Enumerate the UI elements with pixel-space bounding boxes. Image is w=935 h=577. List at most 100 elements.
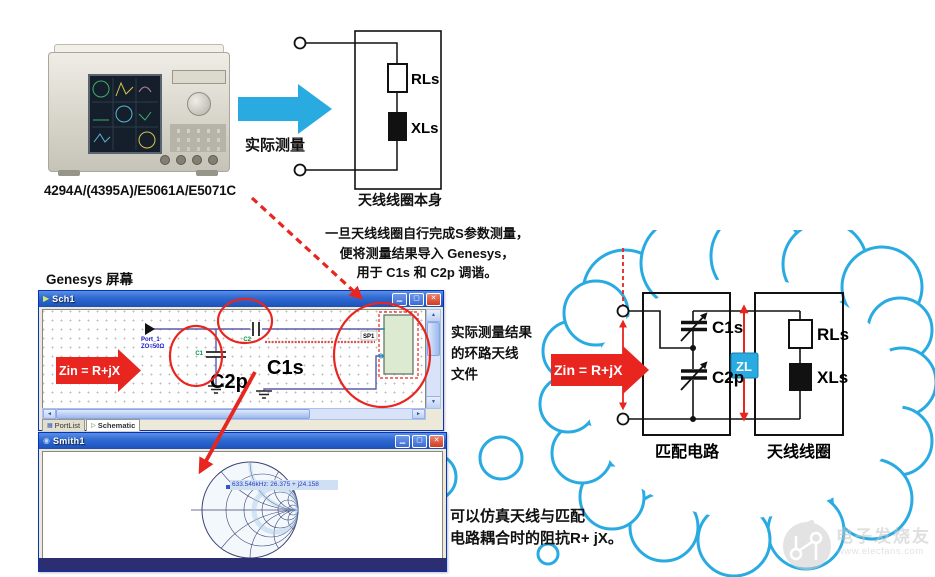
loop-antenna-file-note: 实际测量结果 的环路天线 文件 <box>451 322 561 385</box>
sch-vertical-scrollbar[interactable]: ▲ ▼ <box>426 309 441 409</box>
smith-chart-canvas[interactable]: 633.546kHz: 26.375 + j24.158 <box>42 451 443 559</box>
analyzer-screen <box>88 74 162 154</box>
c2p-capacitor <box>681 369 707 380</box>
analyzer-connector <box>208 155 218 165</box>
shunt-cap-ref-text: C1 <box>195 351 203 357</box>
tab-portlist-label: PortList <box>54 421 81 430</box>
import-note-line1: 一旦天线线圈自行完成S参数测量， <box>325 226 529 241</box>
network-analyzer-image <box>48 42 230 180</box>
cloud-zin-arrow <box>551 346 649 394</box>
rls-resistor <box>788 319 813 349</box>
ground-symbol <box>256 390 272 399</box>
terminal-bottom <box>293 163 307 177</box>
zin-arrow-label: Zin = R+jX <box>59 364 121 378</box>
smith1-client-area: 633.546kHz: 26.375 + j24.158 <box>39 449 446 571</box>
zl-tag <box>730 352 759 379</box>
scroll-up-button[interactable]: ▲ <box>427 310 440 322</box>
terminal-bottom <box>616 412 630 426</box>
sim-note-line2: 电路耦合时的阻抗R+ jX。 <box>450 530 623 547</box>
sch1-titlebar: ▶ Sch1 ▁ ▢ ✕ <box>39 291 443 307</box>
xls-reactance <box>388 112 407 141</box>
smith-window-bottom-bar <box>39 558 446 571</box>
loop-note-line1: 实际测量结果 <box>451 325 532 340</box>
analyzer-front-display <box>172 70 226 84</box>
tab-schematic[interactable]: ▷ Schematic <box>86 419 141 431</box>
rls-resistor <box>387 63 408 93</box>
vscroll-thumb[interactable] <box>427 322 440 356</box>
c2p-label: C2p <box>210 371 248 393</box>
loop-note-line2: 的环路天线 <box>451 346 519 361</box>
antenna-coil-circuit: RLs XLs <box>293 30 442 190</box>
analyzer-knob <box>187 92 211 116</box>
hscroll-thumb[interactable] <box>56 409 310 419</box>
simulation-note: 可以仿真天线与匹配 电路耦合时的阻抗R+ jX。 <box>450 506 660 550</box>
portlist-icon: ▦ <box>47 423 53 429</box>
c1s-label: C1s <box>267 357 304 379</box>
scroll-right-button[interactable]: ► <box>412 409 425 419</box>
sparam-block[interactable] <box>383 314 414 375</box>
series-cap-ref-text: C2 <box>243 337 251 343</box>
loop-note-line3: 文件 <box>451 367 478 382</box>
scroll-down-button[interactable]: ▼ <box>427 396 440 408</box>
sch1-client-area: SP1 Port_1 ZO=50Ω C1 C2 C1s C2p Zin = R+… <box>39 307 443 431</box>
cloud-c1s-label: C1s <box>712 318 743 337</box>
matching-circuit-box <box>642 292 731 436</box>
antenna-coil-box <box>354 30 442 190</box>
instrument-models-caption: 4294A/(4395A)/E5061A/E5071C <box>44 183 236 198</box>
sch-tabbar: ▦ PortList ▷ Schematic <box>42 419 440 431</box>
close-button[interactable]: ✕ <box>426 292 441 306</box>
scroll-left-button[interactable]: ◄ <box>43 409 56 419</box>
close-button[interactable]: ✕ <box>429 434 444 448</box>
smith-chart <box>191 461 299 559</box>
import-note-line2: 便将测量结果导入 Genesys， <box>339 245 515 261</box>
tab-schematic-label: Schematic <box>97 421 136 430</box>
genesys-screen-label: Genesys 屏幕 <box>46 272 134 287</box>
minimize-button[interactable]: ▁ <box>392 292 407 306</box>
analyzer-foot <box>196 170 218 176</box>
analyzer-connector <box>176 155 186 165</box>
analyzer-foot <box>58 170 80 176</box>
cloud-zin-arrow-label: Zin = R+jX <box>554 362 623 378</box>
smith-marker-readout: 633.546kHz: 26.375 + j24.158 <box>230 480 338 490</box>
shunt-capacitor <box>206 351 226 358</box>
matching-circuit-caption: 匹配电路 <box>655 442 720 461</box>
elecfans-logo-icon <box>783 520 831 570</box>
sim-note-line1: 可以仿真天线与匹配 <box>450 508 586 525</box>
c1s-capacitor <box>681 320 707 332</box>
series-capacitor <box>252 322 260 336</box>
port-ref-text: Port_1 <box>141 337 160 343</box>
schematic-tab-icon: ▷ <box>91 423 96 429</box>
zin-arrow <box>56 349 141 392</box>
schematic-window-icon: ▶ <box>43 294 50 303</box>
cloud-c2p-label: C2p <box>712 368 744 387</box>
sch1-window-title: Sch1 <box>52 294 75 304</box>
zl-label: ZL <box>736 359 752 374</box>
analyzer-connector <box>160 155 170 165</box>
import-note-line3: 用于 C1s 和 C2p 调谐。 <box>356 265 498 280</box>
maximize-button[interactable]: ▢ <box>409 292 424 306</box>
antenna-coil-caption: 天线线圈 <box>767 442 831 461</box>
cloud-rls-label: RLs <box>817 325 849 344</box>
antenna-coil-caption: 天线线圈本身 <box>358 192 442 208</box>
minimize-button[interactable]: ▁ <box>395 434 410 448</box>
xls-reactance <box>789 363 812 391</box>
measure-arrow-label: 实际测量 <box>245 137 306 154</box>
cloud-circuit: ZL Zin = R+jX C1s C2p RLs XLs 匹配电路 天线线圈 <box>551 248 849 461</box>
smith-marker-point <box>226 485 230 489</box>
port-impedance-text: ZO=50Ω <box>141 344 165 350</box>
thought-bubble-tail <box>536 542 560 566</box>
smith1-window-title: Smith1 <box>52 436 85 446</box>
measure-arrow <box>238 84 332 134</box>
watermark-site: www.elecfans.com <box>837 546 924 557</box>
analyzer-connector <box>192 155 202 165</box>
schematic-canvas[interactable]: SP1 Port_1 ZO=50Ω C1 C2 C1s C2p Zin = R+… <box>42 309 426 409</box>
watermark-brand: 电子发烧友 <box>836 527 931 546</box>
rls-label: RLs <box>411 71 439 88</box>
sch1-window: ▶ Sch1 ▁ ▢ ✕ <box>38 290 444 431</box>
smith-window-icon: ◉ <box>43 436 50 445</box>
maximize-button[interactable]: ▢ <box>412 434 427 448</box>
tab-portlist[interactable]: ▦ PortList <box>42 419 86 431</box>
terminal-top <box>616 304 630 318</box>
xls-label: XLs <box>411 120 439 137</box>
